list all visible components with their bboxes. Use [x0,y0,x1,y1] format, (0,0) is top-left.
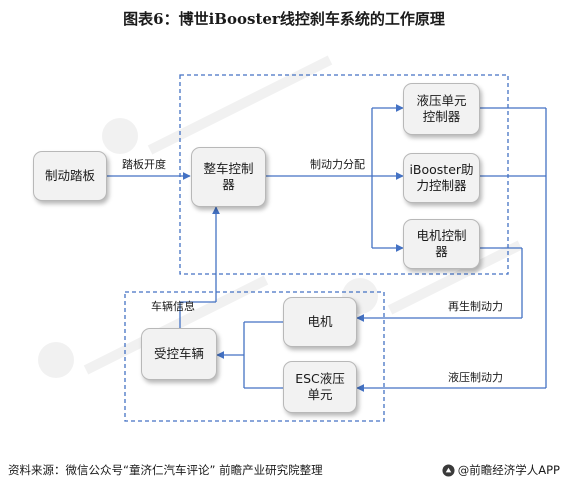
brand-credit-text: @前瞻经济学人APP [457,463,560,477]
regen-brake-label: 再生制动力 [448,300,503,313]
source-note: 资料来源：微信公众号“童济仁汽车评论” 前瞻产业研究院整理 [8,463,323,477]
motor-node: 电机 [283,297,357,347]
vcu-label: 整车控制器 [203,161,254,192]
brake-pedal-node: 制动踏板 [33,151,107,201]
vehicle-system-frame [124,291,385,422]
esc-hydraulic-unit-node: ESC液压单元 [283,361,357,413]
controlled-vehicle-node: 受控车辆 [141,328,217,380]
brand-logo-icon [442,463,455,477]
brake-pedal-label: 制动踏板 [44,168,95,183]
vcu-node: 整车控制器 [191,147,266,207]
motor-label: 电机 [307,314,333,329]
diagram-title: 图表6：博世iBooster线控刹车系统的工作原理 [123,10,445,28]
motor-controller-node: 电机控制器 [403,219,480,269]
brand-credit: @前瞻经济学人APP [442,462,560,478]
hydraulic-unit-controller-label: 液压单元控制器 [416,93,467,124]
vehicle-info-label: 车辆信息 [151,300,195,313]
hydraulic-brake-label: 液压制动力 [448,371,503,384]
controlled-vehicle-label: 受控车辆 [153,346,204,361]
esc-hydraulic-unit-label: ESC液压单元 [295,371,345,402]
hydraulic-unit-controller-node: 液压单元控制器 [403,83,480,135]
pedal-opening-label: 踏板开度 [122,158,166,171]
motor-controller-label: 电机控制器 [416,228,467,259]
force-distribution-label: 制动力分配 [310,158,365,171]
ibooster-controller-node: iBooster助力控制器 [403,153,480,203]
ibooster-controller-label: iBooster助力控制器 [409,162,474,193]
control-system-frame [179,74,509,275]
